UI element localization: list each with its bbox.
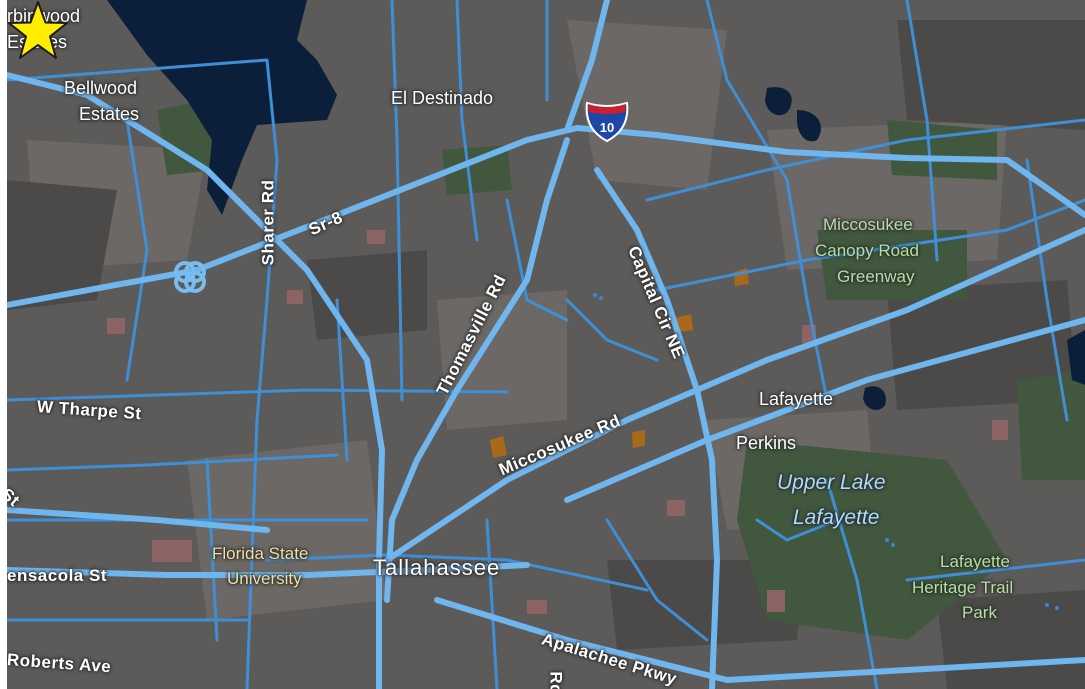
orange-patches	[490, 268, 749, 458]
map-base-layer	[7, 0, 1085, 689]
star-marker-icon[interactable]	[7, 0, 69, 62]
interchange	[174, 261, 206, 293]
park-label-miccosukee-3: Greenway	[837, 267, 915, 286]
place-label-bellwood: Bellwood	[64, 78, 138, 98]
place-label-tallahassee: Tallahassee	[373, 555, 501, 580]
road-label-rd-fragment: Rd	[546, 671, 566, 689]
park-label-heritage-1: Lafayette	[940, 552, 1010, 571]
interstate-shield-icon: 10	[584, 101, 630, 143]
water-label-upper-lake-1: Upper Lake	[777, 471, 886, 494]
road-label-sharer: Sharer Rd	[258, 179, 278, 266]
park-areas	[157, 100, 1085, 640]
marsh-symbols	[593, 293, 1059, 610]
map-canvas[interactable]: rbinwood Estates Bellwood Estates El Des…	[7, 0, 1085, 689]
dark-areas	[7, 20, 1085, 689]
park-label-heritage-3: Park	[962, 603, 997, 622]
park-label-miccosukee-2: Canopy Road	[815, 241, 919, 260]
university-label-2: University	[227, 569, 302, 588]
place-label-lafayette: Lafayette	[759, 389, 834, 409]
minor-roads	[7, 0, 1085, 689]
place-label-bellwood-estates: Estates	[79, 104, 140, 124]
water-bodies	[107, 0, 1085, 410]
major-roads	[7, 0, 1085, 689]
university-label-1: Florida State	[212, 544, 309, 563]
park-label-miccosukee-1: Miccosukee	[823, 215, 913, 234]
commercial-areas	[107, 230, 1008, 614]
road-label-pensacola: ensacola St	[7, 566, 107, 585]
shield-route-number: 10	[599, 120, 615, 135]
place-label-el-destinado: El Destinado	[391, 88, 494, 108]
place-label-perkins: Perkins	[736, 433, 797, 453]
park-label-heritage-2: Heritage Trail	[912, 578, 1014, 597]
water-label-upper-lake-2: Lafayette	[793, 506, 880, 529]
